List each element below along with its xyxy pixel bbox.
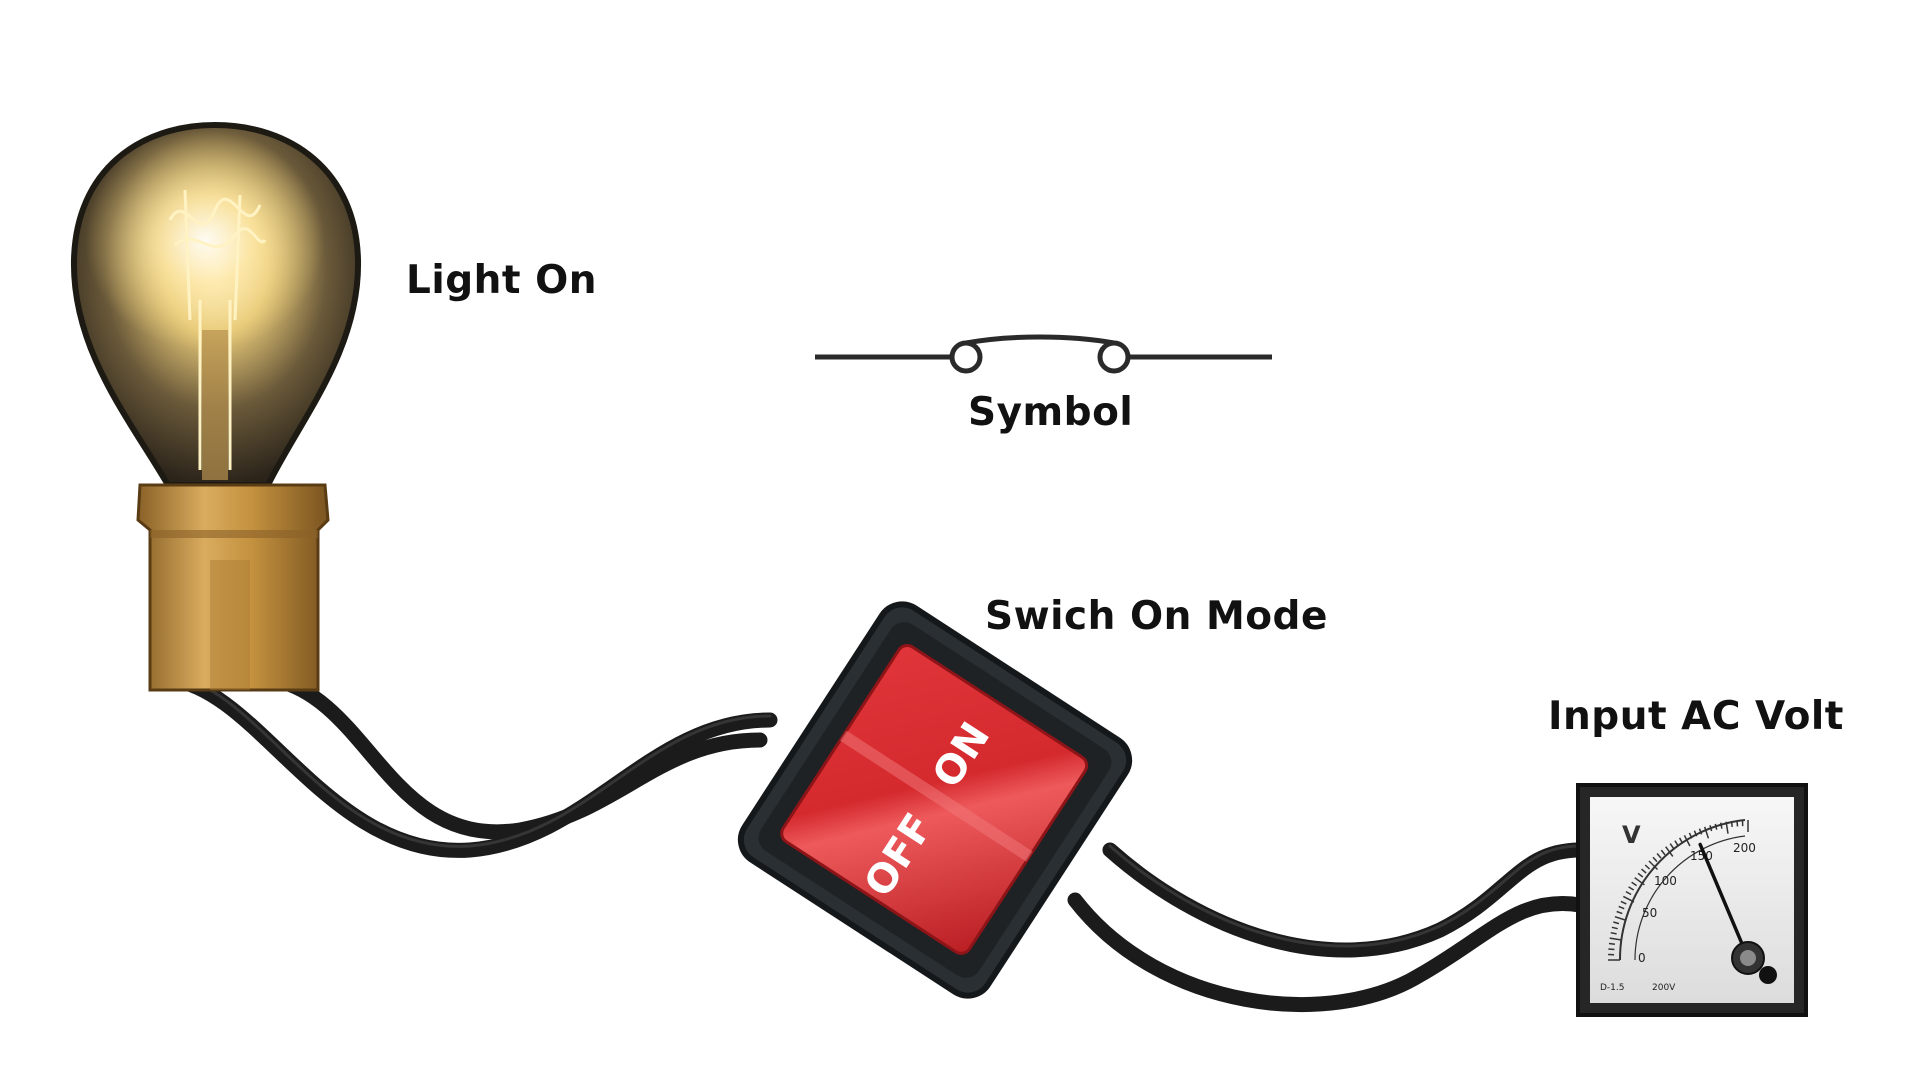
meter-tick — [1610, 931, 1617, 935]
meter-tick — [1611, 926, 1618, 930]
bulb-filament — [168, 189, 267, 470]
meter-scale-label-50: 50 — [1642, 906, 1657, 920]
meter-scale — [1618, 819, 1746, 961]
meter-range: 200V — [1652, 983, 1676, 993]
meter-tick — [1608, 942, 1615, 945]
meter-needle — [1698, 842, 1750, 960]
meter-scale-label-100: 100 — [1654, 874, 1677, 888]
meter-tick — [1669, 843, 1675, 850]
meter-tick — [1714, 823, 1718, 830]
wire-bulb-to-switch-b — [267, 672, 768, 840]
meter-tick — [1648, 860, 1659, 871]
meter-tick — [1703, 826, 1710, 839]
meter-tick — [1625, 890, 1632, 896]
wire-switch-to-meter-a — [1102, 842, 1588, 958]
wire-switch-to-meter-b — [1067, 892, 1588, 1012]
meter-tick — [1634, 877, 1645, 886]
meter-tick — [1644, 864, 1651, 870]
meter-tick — [1656, 853, 1662, 859]
meter-tick — [1652, 856, 1658, 863]
meter-scale-label-0: 0 — [1638, 951, 1646, 965]
meter-tick — [1631, 881, 1638, 887]
light-label: Light On — [406, 258, 598, 303]
light-bulb-icon — [70, 121, 362, 692]
meter-tick — [1628, 886, 1635, 891]
meter-tick — [1688, 832, 1693, 839]
switch-mode-label: Swich On Mode — [985, 594, 1328, 639]
meter-tick — [1674, 840, 1679, 847]
meter-tick — [1613, 921, 1620, 925]
wire-bulb-to-switch-a — [164, 672, 778, 858]
rocker-switch-icon: ON OFF — [737, 601, 1133, 999]
meter-unit: V — [1622, 821, 1641, 849]
meter-tick — [1736, 820, 1739, 827]
meter-tick — [1719, 822, 1723, 829]
meter-tick — [1614, 915, 1627, 922]
meter-tick — [1693, 830, 1698, 837]
switch-symbol-icon — [815, 334, 1272, 374]
meter-tick — [1683, 834, 1691, 847]
meter-tick — [1709, 825, 1713, 832]
symbol-label: Symbol — [968, 390, 1134, 435]
input-ac-volt-label: Input AC Volt — [1548, 694, 1844, 739]
meter-tick — [1678, 837, 1684, 844]
meter-tick — [1698, 828, 1703, 835]
meter-tick — [1725, 821, 1729, 834]
meter-tick — [1620, 900, 1627, 905]
meter-tick — [1616, 910, 1623, 915]
meter-tick — [1608, 948, 1615, 951]
meter-scale-label-200: 200 — [1733, 841, 1756, 855]
meter-tick — [1622, 895, 1635, 903]
meter-ticks — [1608, 820, 1749, 961]
meter-tick — [1637, 872, 1644, 878]
voltmeter-icon: V 0 50 100 150 200 D-1.5 200V — [1576, 783, 1808, 1017]
meter-tick — [1641, 868, 1647, 874]
meter-tick — [1618, 905, 1625, 910]
meter-tick — [1660, 849, 1666, 856]
meter-model: D-1.5 — [1600, 983, 1625, 993]
meter-tick — [1730, 820, 1733, 827]
meter-tick — [1609, 937, 1622, 941]
wires — [164, 672, 1588, 1012]
meter-tick — [1665, 846, 1674, 857]
